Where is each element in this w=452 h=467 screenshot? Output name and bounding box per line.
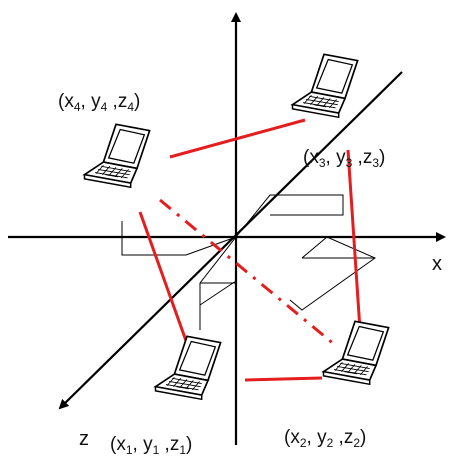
link-4-3 <box>169 118 306 159</box>
node-1-label: (x1, y1 ,z1) <box>110 434 192 457</box>
laptop-icon-2 <box>322 320 390 386</box>
link-4-2-dashed <box>159 198 336 347</box>
node-2-label: (x2, y2 ,z2) <box>284 427 366 450</box>
axes <box>8 12 446 445</box>
laptop-icon-3 <box>291 53 359 119</box>
laptop-icon-4 <box>83 123 151 189</box>
link-3-2 <box>346 149 362 331</box>
z-axis-label: z <box>79 428 89 450</box>
link-2-1 <box>244 376 323 382</box>
node-3-label: (x3, y3 ,z3) <box>303 147 385 170</box>
node-4-label: (x4, y4 ,z4) <box>58 91 140 114</box>
link-1-4 <box>138 211 192 353</box>
laptop-icon-1 <box>154 335 222 401</box>
x-axis-label: x <box>432 253 442 275</box>
z-axis <box>58 71 403 410</box>
network-links <box>138 118 362 382</box>
